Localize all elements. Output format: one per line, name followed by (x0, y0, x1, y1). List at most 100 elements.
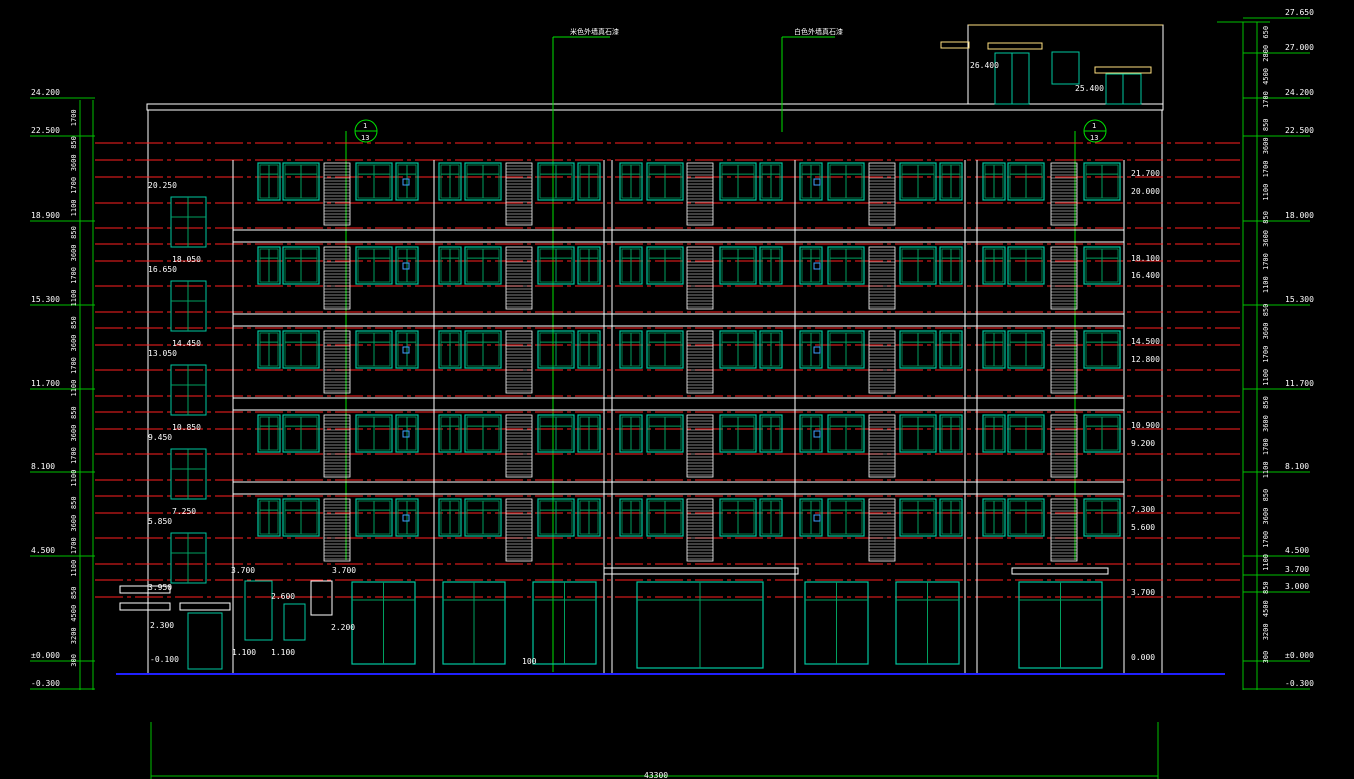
window-3-17 (1007, 414, 1045, 453)
window-2-5 (464, 330, 502, 369)
window-0-12 (799, 162, 823, 201)
left-dim-11: 1700 (70, 357, 78, 374)
left-dim-23: 3200 (70, 627, 78, 644)
ground-label-3: 2.300 (150, 621, 174, 630)
window-1-7 (577, 246, 601, 285)
inner-elev-8: 7.300 (1131, 505, 1155, 514)
right-dim-24: 850 (1262, 581, 1270, 594)
ground-label-5: 1.100 (232, 648, 256, 657)
window-2-4 (438, 330, 462, 369)
right-dim-21: 3600 (1262, 508, 1270, 525)
right-elev-4: 18.000 (1285, 211, 1314, 220)
inner-elev-2: 18.100 (1131, 254, 1160, 263)
window-2-15 (939, 330, 963, 369)
left-dim-12: 1100 (70, 380, 78, 397)
window-2-18 (1083, 330, 1121, 369)
right-dim-26: 3200 (1262, 623, 1270, 640)
window-1-10 (719, 246, 757, 285)
section-mark-num-2: 1 (1092, 122, 1096, 130)
louver-0-0 (323, 162, 351, 226)
right-dim-27: 300 (1262, 651, 1270, 664)
right-elev-11: ±0.000 (1285, 651, 1314, 660)
window-2-7 (577, 330, 601, 369)
window-2-17 (1007, 330, 1045, 369)
window-4-9 (646, 498, 684, 537)
window-2-6 (537, 330, 575, 369)
louver-2-0 (323, 330, 351, 394)
left-dim-13: 850 (70, 406, 78, 419)
entry-canopy-left (179, 602, 231, 611)
building-outline (79, 21, 1270, 779)
window-2-9 (646, 330, 684, 369)
window-3-6 (537, 414, 575, 453)
louver-2-3 (868, 330, 896, 394)
window-4-11 (759, 498, 783, 537)
window-3-9 (646, 414, 684, 453)
side-bottom-3: 7.250 (172, 507, 196, 516)
side-top-1: 16.650 (148, 265, 177, 274)
window-3-15 (939, 414, 963, 453)
louver-4-2 (686, 498, 714, 562)
left-dim-16: 1100 (70, 470, 78, 487)
inner-elev-11: 0.000 (1131, 653, 1155, 662)
window-2-16 (982, 330, 1006, 369)
right-dim-23: 1100 (1262, 554, 1270, 571)
window-2-14 (899, 330, 937, 369)
left-dim-14: 3600 (70, 425, 78, 442)
right-elev-3: 22.500 (1285, 126, 1314, 135)
right-dim-12: 850 (1262, 304, 1270, 317)
entry-door-left (187, 612, 223, 670)
left-dim-8: 1100 (70, 290, 78, 307)
louver-2-2 (686, 330, 714, 394)
window-2-2 (355, 330, 393, 369)
window-4-12 (799, 498, 823, 537)
window-4-10 (719, 498, 757, 537)
window-2-12 (799, 330, 823, 369)
right-elev-9: 3.700 (1285, 565, 1309, 574)
window-0-5 (464, 162, 502, 201)
window-0-6 (537, 162, 575, 201)
window-3-12 (799, 414, 823, 453)
louver-4-1 (505, 498, 533, 562)
left-dim-1: 850 (70, 136, 78, 149)
left-dim-5: 850 (70, 226, 78, 239)
window-0-13 (827, 162, 865, 201)
window-2-3 (395, 330, 419, 369)
louver-3-3 (868, 414, 896, 478)
section-mark-den-2: 13 (1090, 134, 1098, 142)
ac-icon-0-1 (813, 178, 821, 186)
right-dim-4: 850 (1262, 118, 1270, 131)
side-bottom-0: 18.050 (172, 255, 201, 264)
bottom-total-dim: 43300 (644, 771, 668, 779)
window-4-2 (355, 498, 393, 537)
window-2-8 (619, 330, 643, 369)
window-3-11 (759, 414, 783, 453)
right-elev-5: 15.300 (1285, 295, 1314, 304)
ac-icon-2-0 (402, 346, 410, 354)
window-3-16 (982, 414, 1006, 453)
right-dim-0: 650 (1262, 26, 1270, 39)
window-0-1 (282, 162, 320, 201)
window-0-3 (395, 162, 419, 201)
ground-window-a (244, 580, 273, 641)
left-dim-10: 3600 (70, 335, 78, 352)
window-3-3 (395, 414, 419, 453)
right-elev-12: -0.300 (1285, 679, 1314, 688)
floor-slab-2 (232, 397, 1125, 411)
right-elev-0: 27.650 (1285, 8, 1314, 17)
side-bottom-4: 3.950 (148, 583, 172, 592)
left-dim-9: 850 (70, 316, 78, 329)
window-0-9 (646, 162, 684, 201)
window-4-5 (464, 498, 502, 537)
window-0-2 (355, 162, 393, 201)
window-1-6 (537, 246, 575, 285)
ground-label-7: -0.100 (150, 655, 179, 664)
window-0-8 (619, 162, 643, 201)
side-top-3: 9.450 (148, 433, 172, 442)
window-4-15 (939, 498, 963, 537)
ground-label-0: 3.700 (231, 566, 255, 575)
side-top-4: 5.850 (148, 517, 172, 526)
ground-window-b (283, 603, 306, 641)
right-dim-10: 1700 (1262, 253, 1270, 270)
window-1-16 (982, 246, 1006, 285)
